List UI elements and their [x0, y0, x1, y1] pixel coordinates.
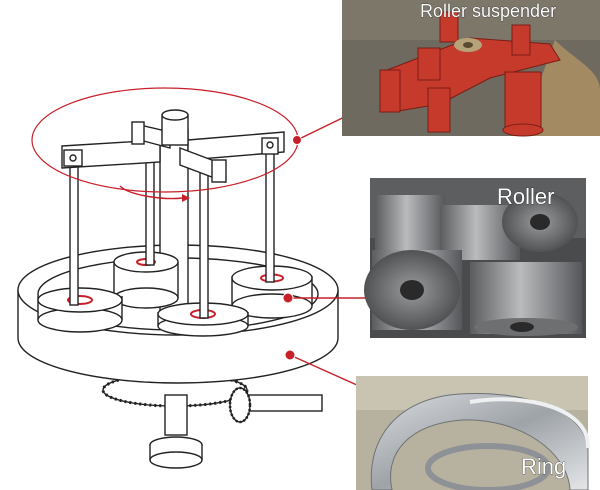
photo-roller-suspender: Roller suspender — [342, 0, 600, 137]
roller-left — [37, 287, 123, 333]
ring-parts — [370, 392, 591, 490]
top-cross-frame — [61, 109, 285, 184]
roller-suspender-label: Roller suspender — [420, 1, 556, 21]
ring-label: Ring — [521, 454, 566, 479]
photo-ring: Ring — [356, 376, 591, 490]
rotation-arrow-icon — [119, 185, 190, 202]
roller-label: Roller — [497, 184, 554, 209]
roller-stack — [364, 192, 582, 336]
roller-back — [113, 251, 179, 309]
mill-line-drawing — [17, 109, 339, 469]
photo-roller: Roller — [364, 178, 586, 338]
main-spindle — [149, 394, 203, 469]
pinion-shaft — [228, 386, 323, 424]
